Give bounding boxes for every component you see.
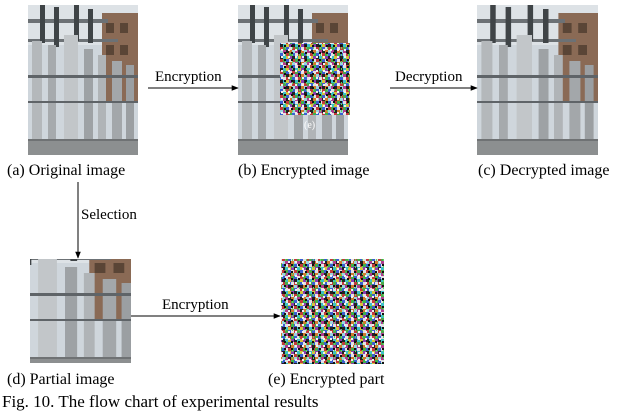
edge-original-to-partial: Selection (75, 182, 137, 259)
partial-image-caption: (d) Partial image (7, 371, 115, 388)
decrypted-image (477, 5, 598, 155)
edge-label-encryption-bottom: Encryption (162, 297, 229, 313)
edge-label-encryption-top: Encryption (155, 69, 222, 85)
edge-encrypted-to-decrypted: Decryption (390, 69, 478, 91)
original-image-node: (a) Original image (7, 5, 138, 179)
encrypted-image-caption: (b) Encrypted image (238, 162, 370, 179)
original-image-caption: (a) Original image (7, 162, 125, 179)
decrypted-image-node: (c) Decrypted image (477, 5, 609, 179)
encrypted-image-node: (e) (b) Encrypted image (238, 5, 370, 179)
encrypted-part-caption: (e) Encrypted part (268, 371, 385, 388)
edge-label-decryption: Decryption (395, 69, 463, 85)
original-image (28, 5, 138, 155)
figure-caption: Fig. 10. The flow chart of experimental … (2, 392, 318, 411)
partial-image (30, 259, 131, 363)
encrypted-image (238, 5, 350, 155)
encrypted-region-marker: (e) (304, 120, 315, 131)
encrypted-part-node: (e) Encrypted part (268, 259, 385, 388)
decrypted-image-caption: (c) Decrypted image (478, 162, 609, 179)
edge-partial-to-encrypted-part: Encryption (131, 297, 281, 319)
partial-image-node: (d) Partial image (7, 259, 131, 388)
edge-original-to-encrypted: Encryption (148, 69, 239, 91)
edge-label-selection: Selection (81, 207, 137, 223)
